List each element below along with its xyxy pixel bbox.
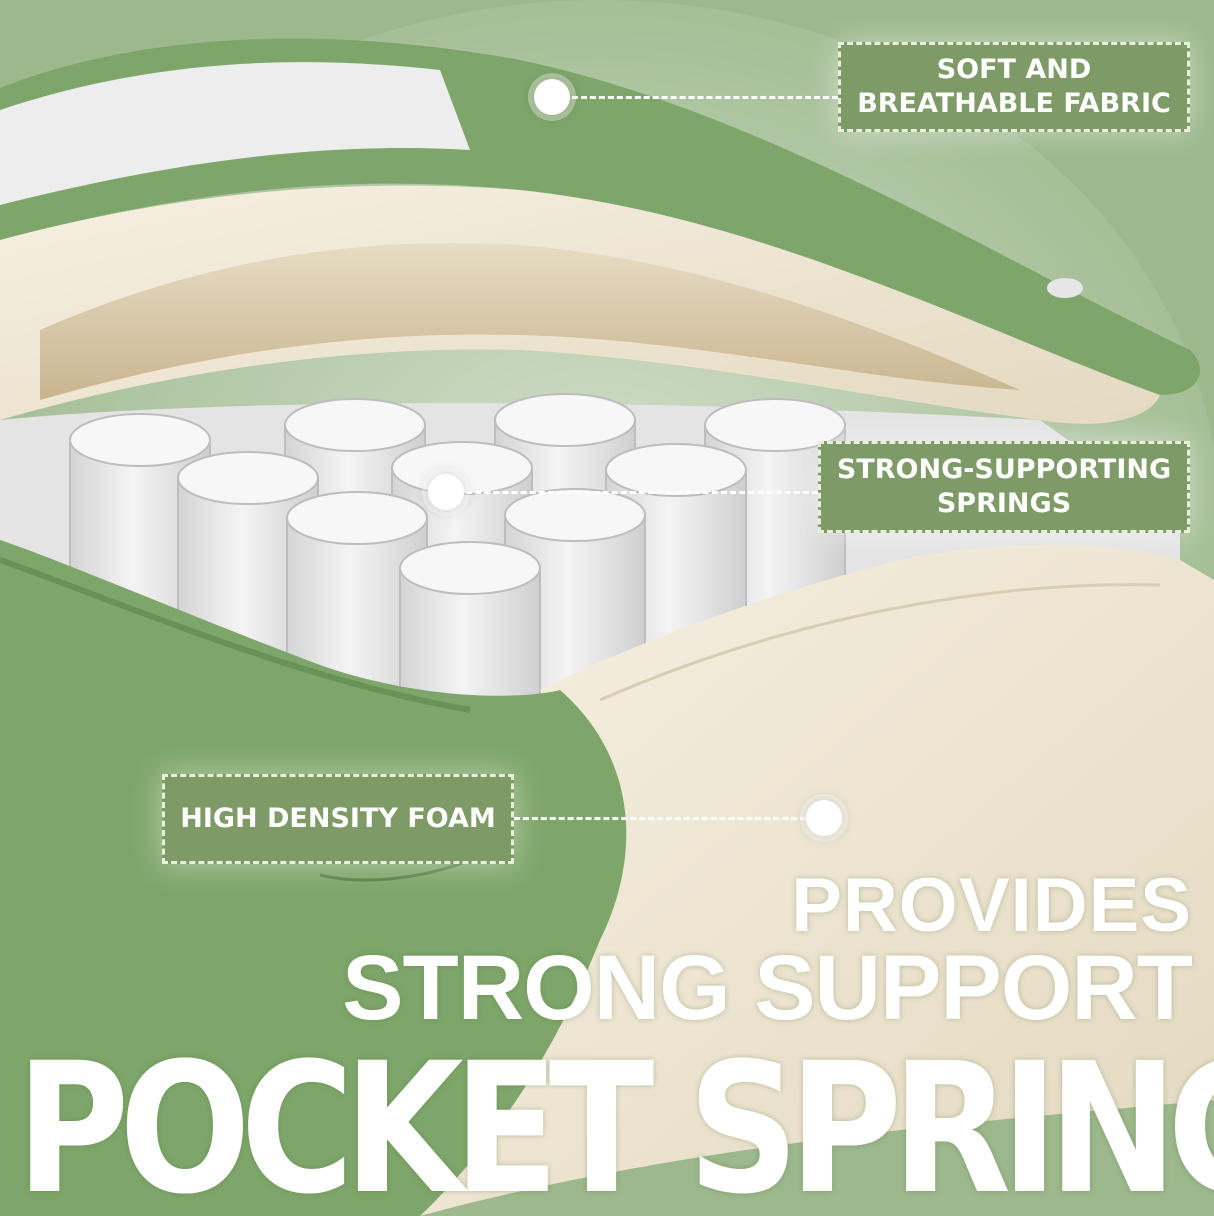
high-density-foam-border: [420, 544, 1214, 1216]
foam-leader-line: [514, 817, 806, 820]
headline-provides: PROVIDES: [791, 863, 1192, 948]
headline-strong-support: STRONG SUPPORT: [342, 937, 1193, 1039]
callout-foam-line1: HIGH DENSITY FOAM: [180, 803, 496, 835]
callout-foam: HIGH DENSITY FOAM: [162, 774, 514, 864]
foam-marker-dot: [806, 800, 842, 836]
callout-fabric-line2: BREATHABLE FABRIC: [857, 88, 1171, 119]
headline-pocket-spring: POCKET SPRING: [16, 1025, 1214, 1216]
springs-marker-dot: [428, 474, 464, 510]
callout-springs-line2: SPRINGS: [936, 488, 1072, 519]
foam-inner-shadow: [40, 242, 1020, 400]
springs-leader-line: [466, 491, 818, 494]
fabric-white-panel: [0, 62, 470, 206]
fabric-leader-line: [572, 96, 838, 99]
callout-springs: STRONG-SUPPORTING SPRINGS: [818, 441, 1190, 533]
callout-fabric-line1: SOFT AND: [936, 54, 1092, 86]
air-valve: [1047, 278, 1083, 298]
foam-seam: [599, 583, 1161, 702]
fabric-marker-dot: [534, 79, 570, 115]
callout-fabric: SOFT AND BREATHABLE FABRIC: [838, 42, 1190, 132]
side-panel-edge: [0, 557, 471, 713]
side-panel-seam: [319, 858, 471, 882]
callout-springs-line1: STRONG-SUPPORTING: [836, 454, 1172, 486]
